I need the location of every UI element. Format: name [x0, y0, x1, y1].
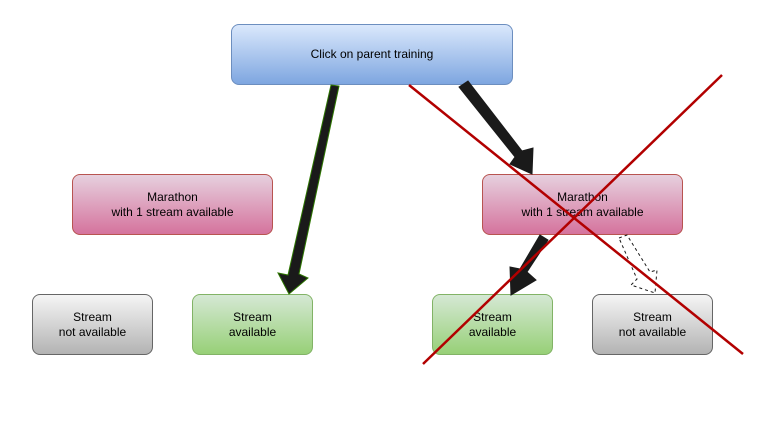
stream-green-left-subtitle: available	[228, 324, 277, 339]
stream-gray-left-subtitle: not available	[58, 324, 127, 339]
arrow-marathon-to-right-stream	[509, 234, 549, 296]
stream-gray-left-title: Stream	[73, 309, 112, 324]
marathon-right-title: Marathon	[557, 189, 608, 204]
stream-gray-right-title: Stream	[633, 309, 672, 324]
marathon-left-title: Marathon	[147, 189, 198, 204]
marathon-right-subtitle: with 1 stream available	[521, 204, 644, 219]
stream-available-node-left[interactable]: Stream available	[192, 294, 313, 355]
parent-training-label: Click on parent training	[310, 47, 434, 61]
marathon-node-left[interactable]: Marathon with 1 stream available	[72, 174, 273, 235]
parent-training-node[interactable]: Click on parent training	[231, 24, 513, 85]
stream-unavailable-node-right[interactable]: Stream not available	[592, 294, 713, 355]
stream-unavailable-node-left[interactable]: Stream not available	[32, 294, 153, 355]
marathon-node-right[interactable]: Marathon with 1 stream available	[482, 174, 683, 235]
stream-gray-right-subtitle: not available	[618, 324, 687, 339]
stream-green-left-title: Stream	[233, 309, 272, 324]
arrow-parent-to-right-marathon	[458, 80, 534, 175]
stream-green-right-title: Stream	[473, 309, 512, 324]
arrow-parent-to-left-stream	[277, 84, 340, 295]
marathon-left-subtitle: with 1 stream available	[111, 204, 234, 219]
stream-available-node-right[interactable]: Stream available	[432, 294, 553, 355]
stream-green-right-subtitle: available	[468, 324, 517, 339]
dashed-arrow-marathon-to-unavailable-stream	[618, 234, 658, 294]
